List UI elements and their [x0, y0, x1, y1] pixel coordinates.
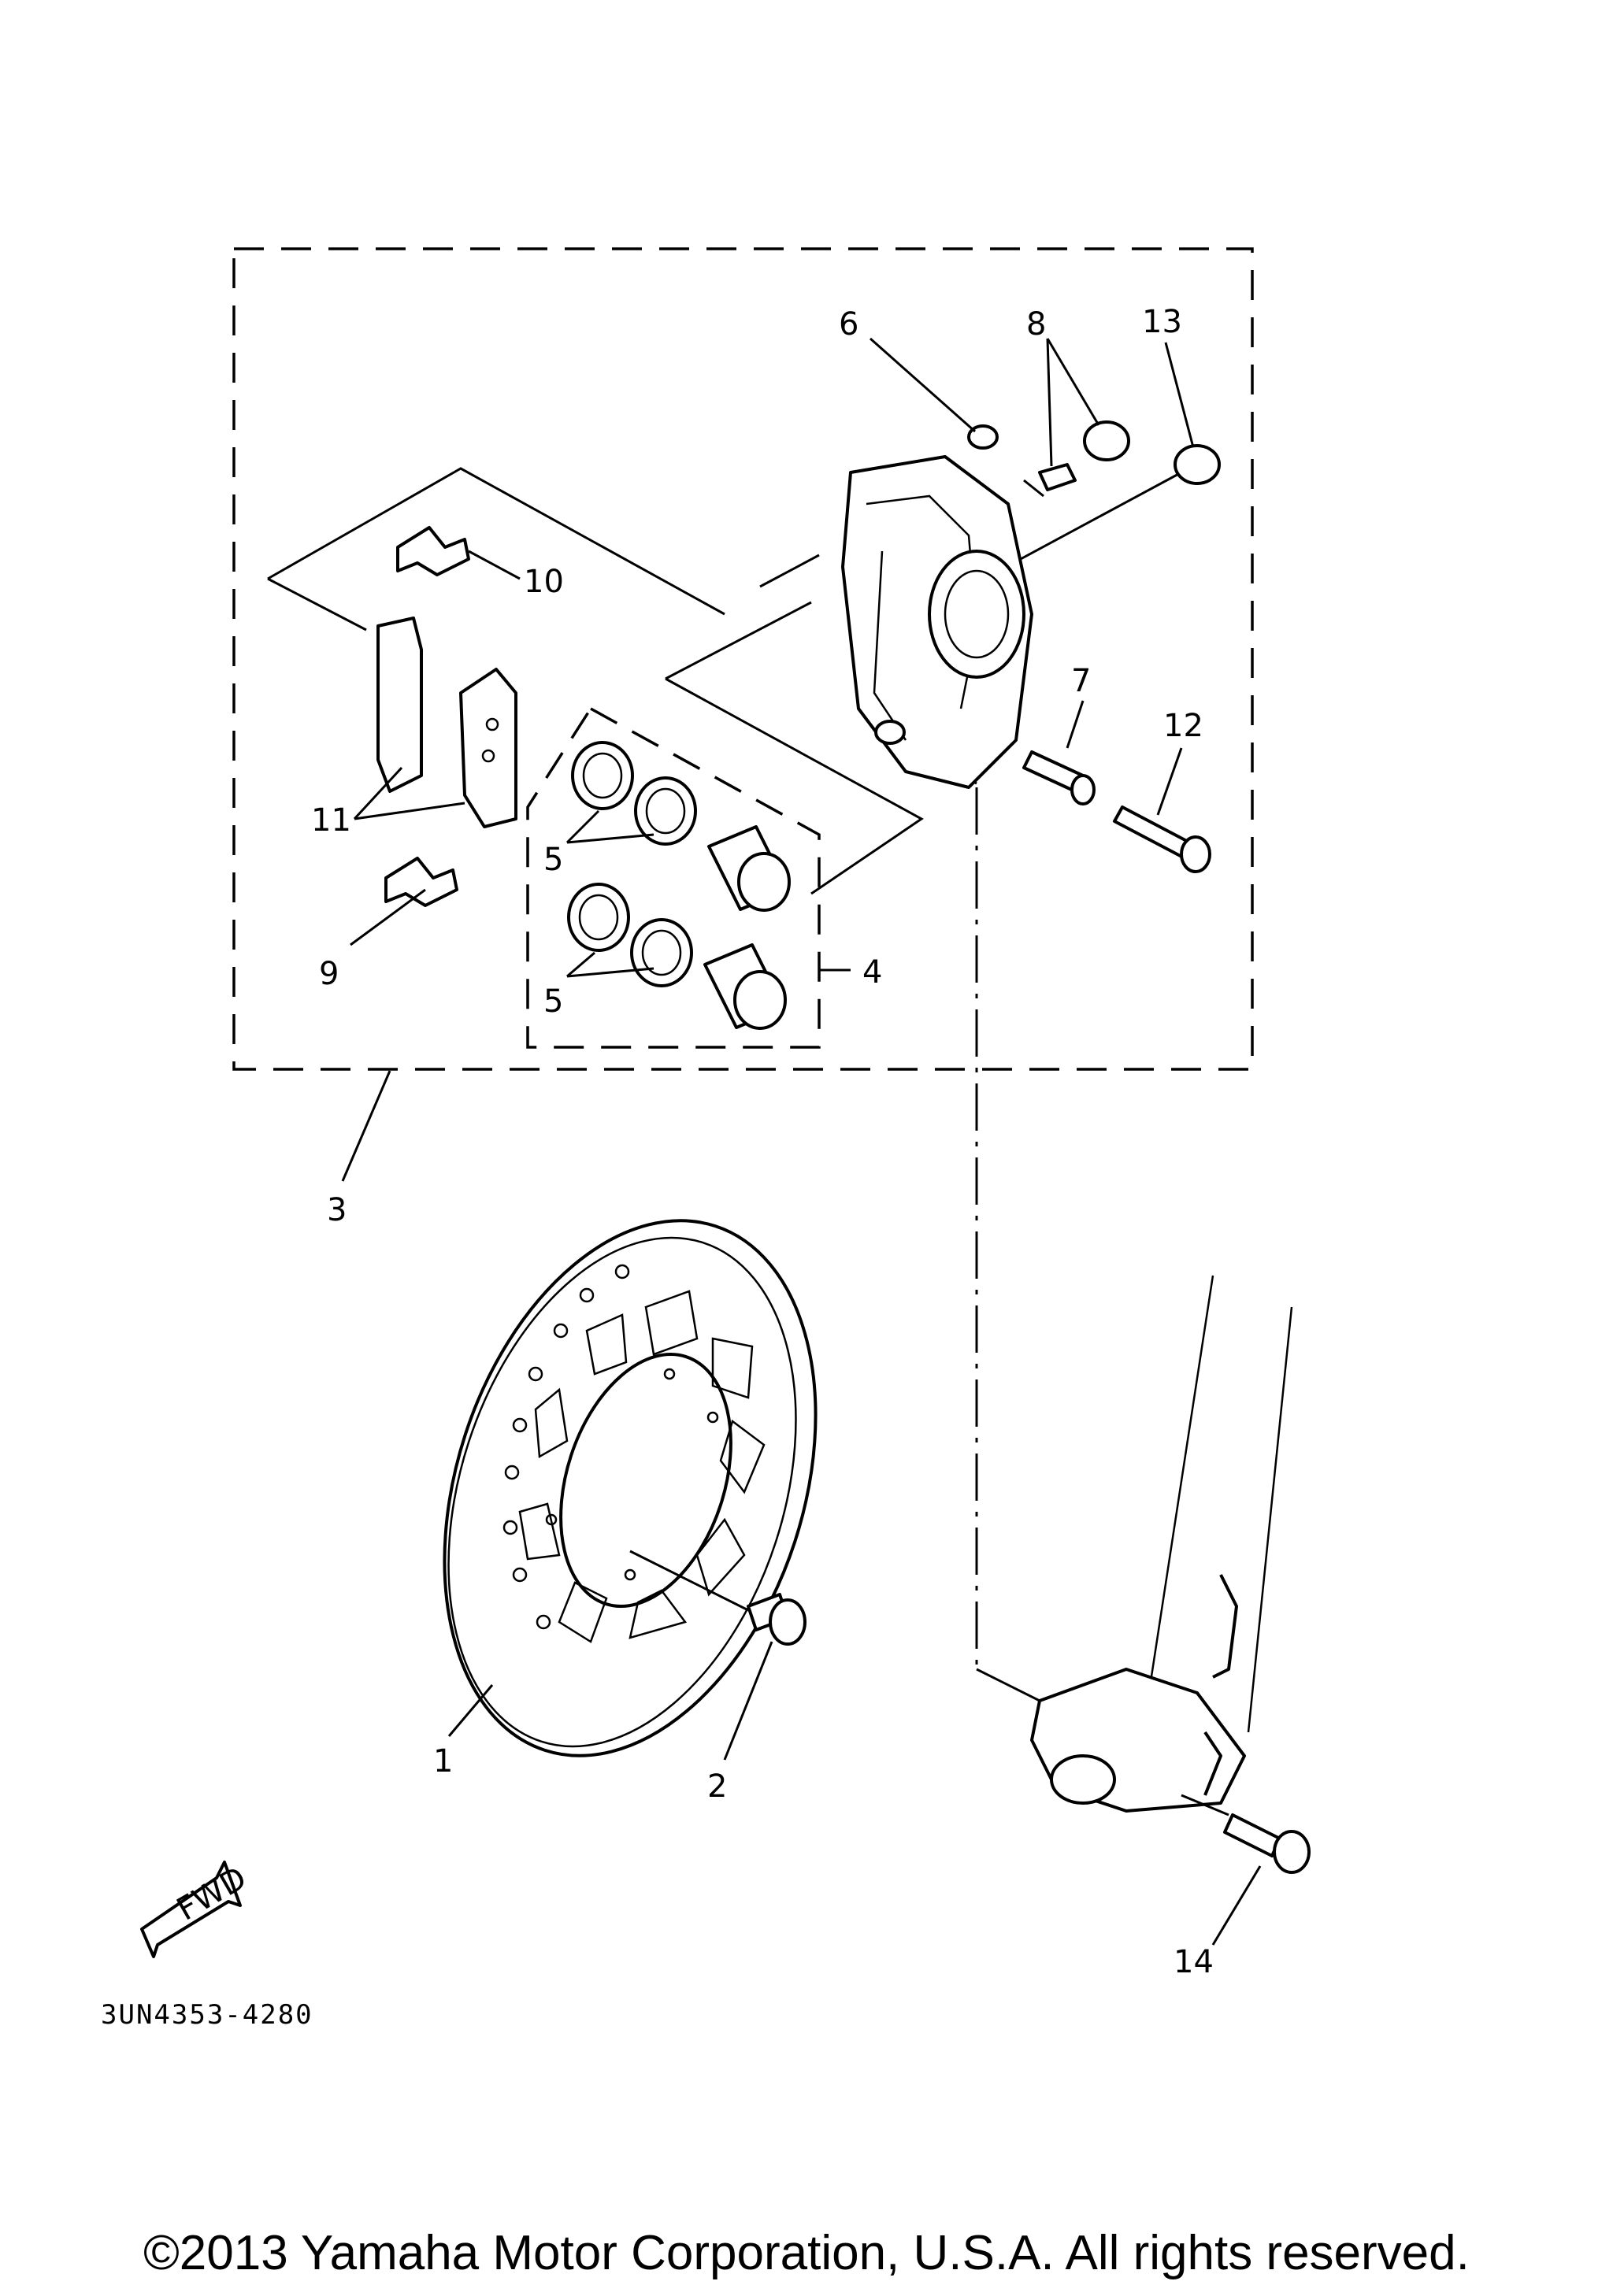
- diagram-code: 3UN4353-4280: [101, 1999, 313, 2031]
- caliper-bolt: [1113, 805, 1211, 873]
- callout-1: 1: [433, 1743, 453, 1779]
- callout-10: 10: [524, 564, 564, 600]
- callout-14: 14: [1174, 1944, 1214, 1980]
- bleed-screw-set: [1023, 420, 1130, 498]
- disc-bolt: [629, 1550, 806, 1646]
- seal-kit-boundary: [526, 706, 821, 1049]
- brake-caliper-body: [841, 455, 1033, 789]
- callout-5a: 5: [543, 842, 563, 878]
- copyright-notice: ©2013 Yamaha Motor Corporation, U.S.A. A…: [143, 2226, 1470, 2280]
- piston-seals: [567, 741, 697, 987]
- caliper-pin: [1022, 750, 1096, 805]
- fwd-arrow-icon: FWD: [140, 1860, 253, 1958]
- callout-4: 4: [862, 954, 882, 991]
- callout-3: 3: [327, 1192, 347, 1228]
- reference-lines: [267, 467, 1182, 1702]
- callout-12: 12: [1163, 708, 1203, 744]
- callout-9: 9: [319, 956, 339, 992]
- pad-spring-lower: [384, 857, 458, 907]
- callout-2: 2: [707, 1768, 727, 1805]
- brake-disc: [443, 1219, 818, 1757]
- caliper-assembly-boundary: [232, 247, 1254, 1071]
- callout-5b: 5: [543, 983, 563, 1020]
- front-fork-leg: [1030, 1275, 1293, 1816]
- fwd-label: FWD: [171, 1860, 253, 1928]
- callout-11: 11: [311, 802, 351, 839]
- callout-8: 8: [1026, 306, 1046, 343]
- pad-spring-upper: [396, 526, 470, 576]
- callout-leaders: [341, 337, 1262, 1946]
- callout-6: 6: [839, 306, 858, 343]
- brake-pad-set: [376, 617, 517, 828]
- callout-7: 7: [1071, 663, 1091, 699]
- pad-pin-plug: [1174, 444, 1221, 485]
- callout-13: 13: [1142, 304, 1182, 340]
- callout-labels: 1 2 3 4 5 5 6 7 8 9 10 11 12 13 14: [311, 304, 1214, 1980]
- bleed-cap: [967, 424, 999, 450]
- caliper-pistons: [703, 825, 791, 1030]
- caliper-mount-bolt: [1223, 1813, 1311, 1874]
